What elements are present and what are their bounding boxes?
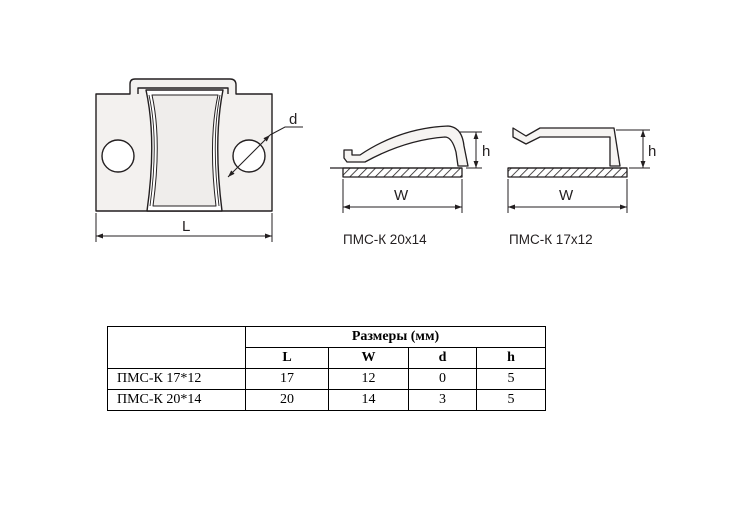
clip-tab-inner <box>137 87 229 94</box>
clip-arc-a <box>343 125 469 167</box>
dimension-L <box>95 213 273 242</box>
row-name: ПМС-К 20*14 <box>107 389 246 411</box>
dimension-d <box>227 126 303 178</box>
label-W-b: W <box>559 187 574 204</box>
column-header-d: d <box>408 347 477 369</box>
top-view <box>95 78 273 212</box>
dimension-h-a <box>460 131 482 169</box>
group-header: Размеры (мм) <box>245 326 546 348</box>
cell-L: 20 <box>245 389 329 411</box>
column-header-h: h <box>476 347 546 369</box>
label-W-a: W <box>394 187 409 204</box>
cell-d: 3 <box>408 389 477 411</box>
cell-W: 12 <box>328 368 409 390</box>
clip-strap-inner <box>151 94 219 207</box>
technical-drawing: d L h W ПМС-К 20х14 h W ПМС- <box>95 78 656 247</box>
side-view-17x12 <box>507 127 628 178</box>
column-header-L: L <box>245 347 329 369</box>
label-d: d <box>289 111 297 128</box>
mounting-hole-left <box>101 139 135 173</box>
clip-body-b <box>512 127 621 167</box>
caption-17x12: ПМС-К 17х12 <box>509 232 593 247</box>
dimension-h-b <box>616 129 650 169</box>
cell-L: 17 <box>245 368 329 390</box>
adhesive-base-a <box>342 167 463 178</box>
dimension-W-a <box>342 179 463 213</box>
label-h-b: h <box>648 143 656 160</box>
dimension-W-b <box>507 179 628 213</box>
caption-20x14: ПМС-К 20х14 <box>343 232 427 247</box>
cell-h: 5 <box>476 368 546 390</box>
side-view-20x14 <box>330 125 469 178</box>
row-name: ПМС-К 17*12 <box>107 368 246 390</box>
table-header-row-1: Размеры (мм) <box>107 326 546 369</box>
table-header-row-2: L W d h <box>108 347 546 369</box>
adhesive-base-b <box>507 167 628 178</box>
cell-d: 0 <box>408 368 477 390</box>
cell-W: 14 <box>328 389 409 411</box>
cell-h: 5 <box>476 389 546 411</box>
column-header-W: W <box>328 347 409 369</box>
table-row: ПМС-К 17*12 17 12 0 5 <box>107 368 546 390</box>
label-L: L <box>182 218 190 235</box>
dimensions-table: Размеры (мм) L W d h ПМС-К 17*12 17 12 0… <box>107 326 546 411</box>
table-row: ПМС-К 20*14 20 14 3 5 <box>107 389 546 411</box>
label-h-a: h <box>482 143 490 160</box>
table-corner-cell <box>107 326 246 369</box>
